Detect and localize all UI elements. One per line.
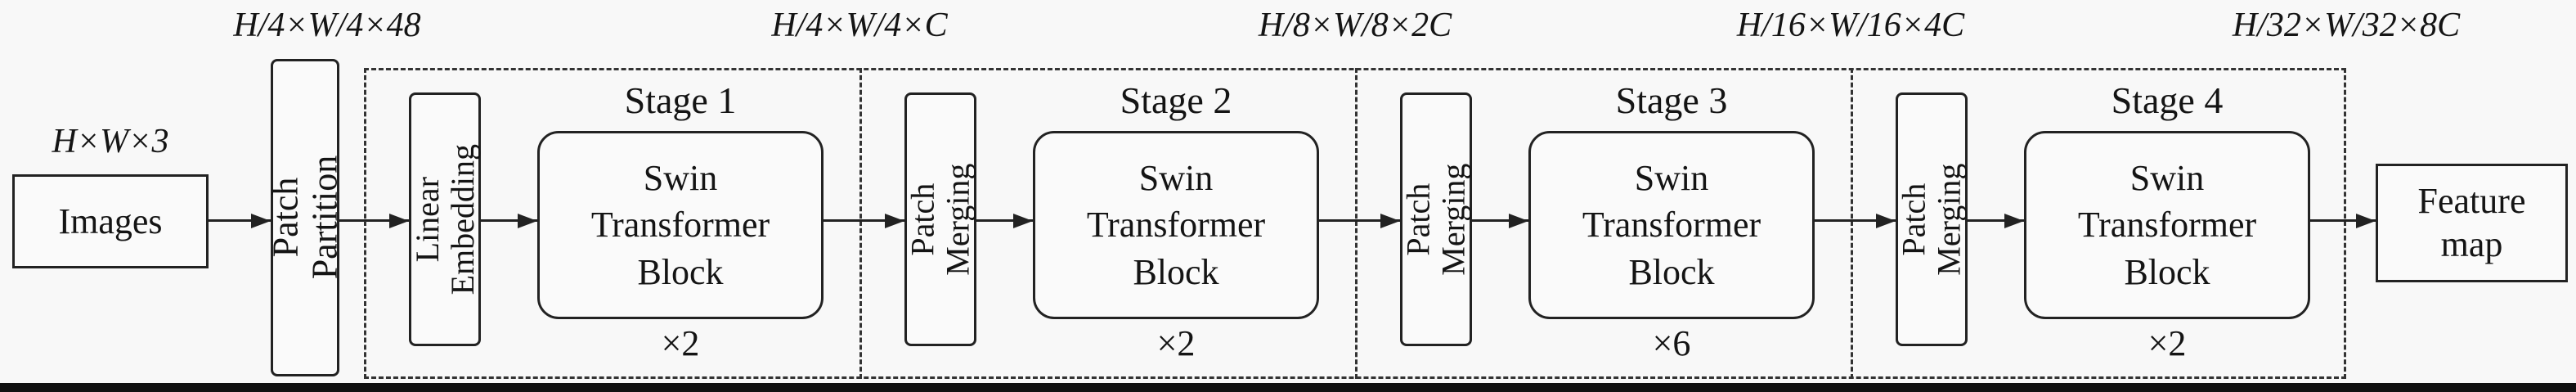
stage1-title: Stage 1: [624, 79, 737, 121]
swin-block-stage1: Swin Transformer Block: [537, 131, 824, 319]
swin-block-stage3: Swin Transformer Block: [1528, 131, 1815, 319]
patch-merging-label-stage3: Patch Merging: [1399, 163, 1472, 276]
swin-block-stage4: Swin Transformer Block: [2024, 131, 2310, 319]
images-box-label: Images: [58, 201, 163, 241]
patch-partition-dim-label: H/4×W/4×48: [233, 7, 421, 44]
input-dim-label: H×W×3: [52, 123, 169, 160]
arrow-stage4-to-feature-map: [2310, 214, 2376, 228]
swin-block-stage1-label: Swin Transformer Block: [590, 158, 770, 292]
arrow-linear-embedding-to-block1: [481, 214, 537, 228]
patch-partition-box: Patch Partition: [265, 59, 344, 376]
arrow-stage3-to-stage4: [1815, 214, 1896, 228]
swin-block-stage2-label: Swin Transformer Block: [1086, 158, 1266, 292]
stage1-dim-label: H/4×W/4×C: [771, 7, 948, 44]
stage2-stage3-divider: [1355, 68, 1358, 379]
patch-merging-box-stage4: Patch Merging: [1896, 92, 1968, 346]
bottom-rule: [0, 383, 2576, 392]
stage4-dim-label: H/32×W/32×8C: [2232, 7, 2461, 44]
arrow-patch-merging4-to-block4: [1968, 214, 2024, 228]
stage3-title: Stage 3: [1615, 79, 1728, 121]
swin-block-stage4-label: Swin Transformer Block: [2077, 158, 2257, 292]
stage1-stage2-divider: [859, 68, 862, 379]
stage3-repeat-label: ×6: [1652, 323, 1691, 363]
patch-merging-box-stage3: Patch Merging: [1400, 92, 1472, 346]
arrow-patch-merging2-to-block2: [976, 214, 1033, 228]
stage2-dim-label: H/8×W/8×2C: [1258, 7, 1452, 44]
patch-merging-label-stage2: Patch Merging: [904, 163, 976, 276]
stage4-title: Stage 4: [2111, 79, 2224, 121]
feature-map-box: Feature map: [2376, 164, 2568, 282]
stage1-repeat-label: ×2: [661, 323, 700, 363]
stage3-stage4-divider: [1851, 68, 1853, 379]
images-box: Images: [12, 174, 209, 268]
swin-block-stage3-label: Swin Transformer Block: [1582, 158, 1761, 292]
arrow-images-to-patch-partition: [209, 214, 271, 228]
patch-merging-box-stage2: Patch Merging: [904, 92, 976, 346]
patch-merging-label-stage4: Patch Merging: [1895, 163, 1968, 276]
stage2-title: Stage 2: [1120, 79, 1232, 121]
arrow-stage2-to-stage3: [1319, 214, 1400, 228]
feature-map-label: Feature map: [2417, 180, 2526, 264]
stage3-dim-label: H/16×W/16×4C: [1736, 7, 1965, 44]
linear-embedding-label: Linear Embedding: [408, 143, 482, 295]
swin-block-stage2: Swin Transformer Block: [1033, 131, 1319, 319]
linear-embedding-box: Linear Embedding: [409, 92, 481, 346]
arrow-patch-merging3-to-block3: [1472, 214, 1528, 228]
arrow-stage1-to-stage2: [824, 214, 904, 228]
stage4-repeat-label: ×2: [2147, 323, 2187, 363]
patch-partition-label: Patch Partition: [265, 155, 345, 280]
arrow-patch-partition-to-stage1: [339, 214, 409, 228]
stage2-repeat-label: ×2: [1156, 323, 1196, 363]
